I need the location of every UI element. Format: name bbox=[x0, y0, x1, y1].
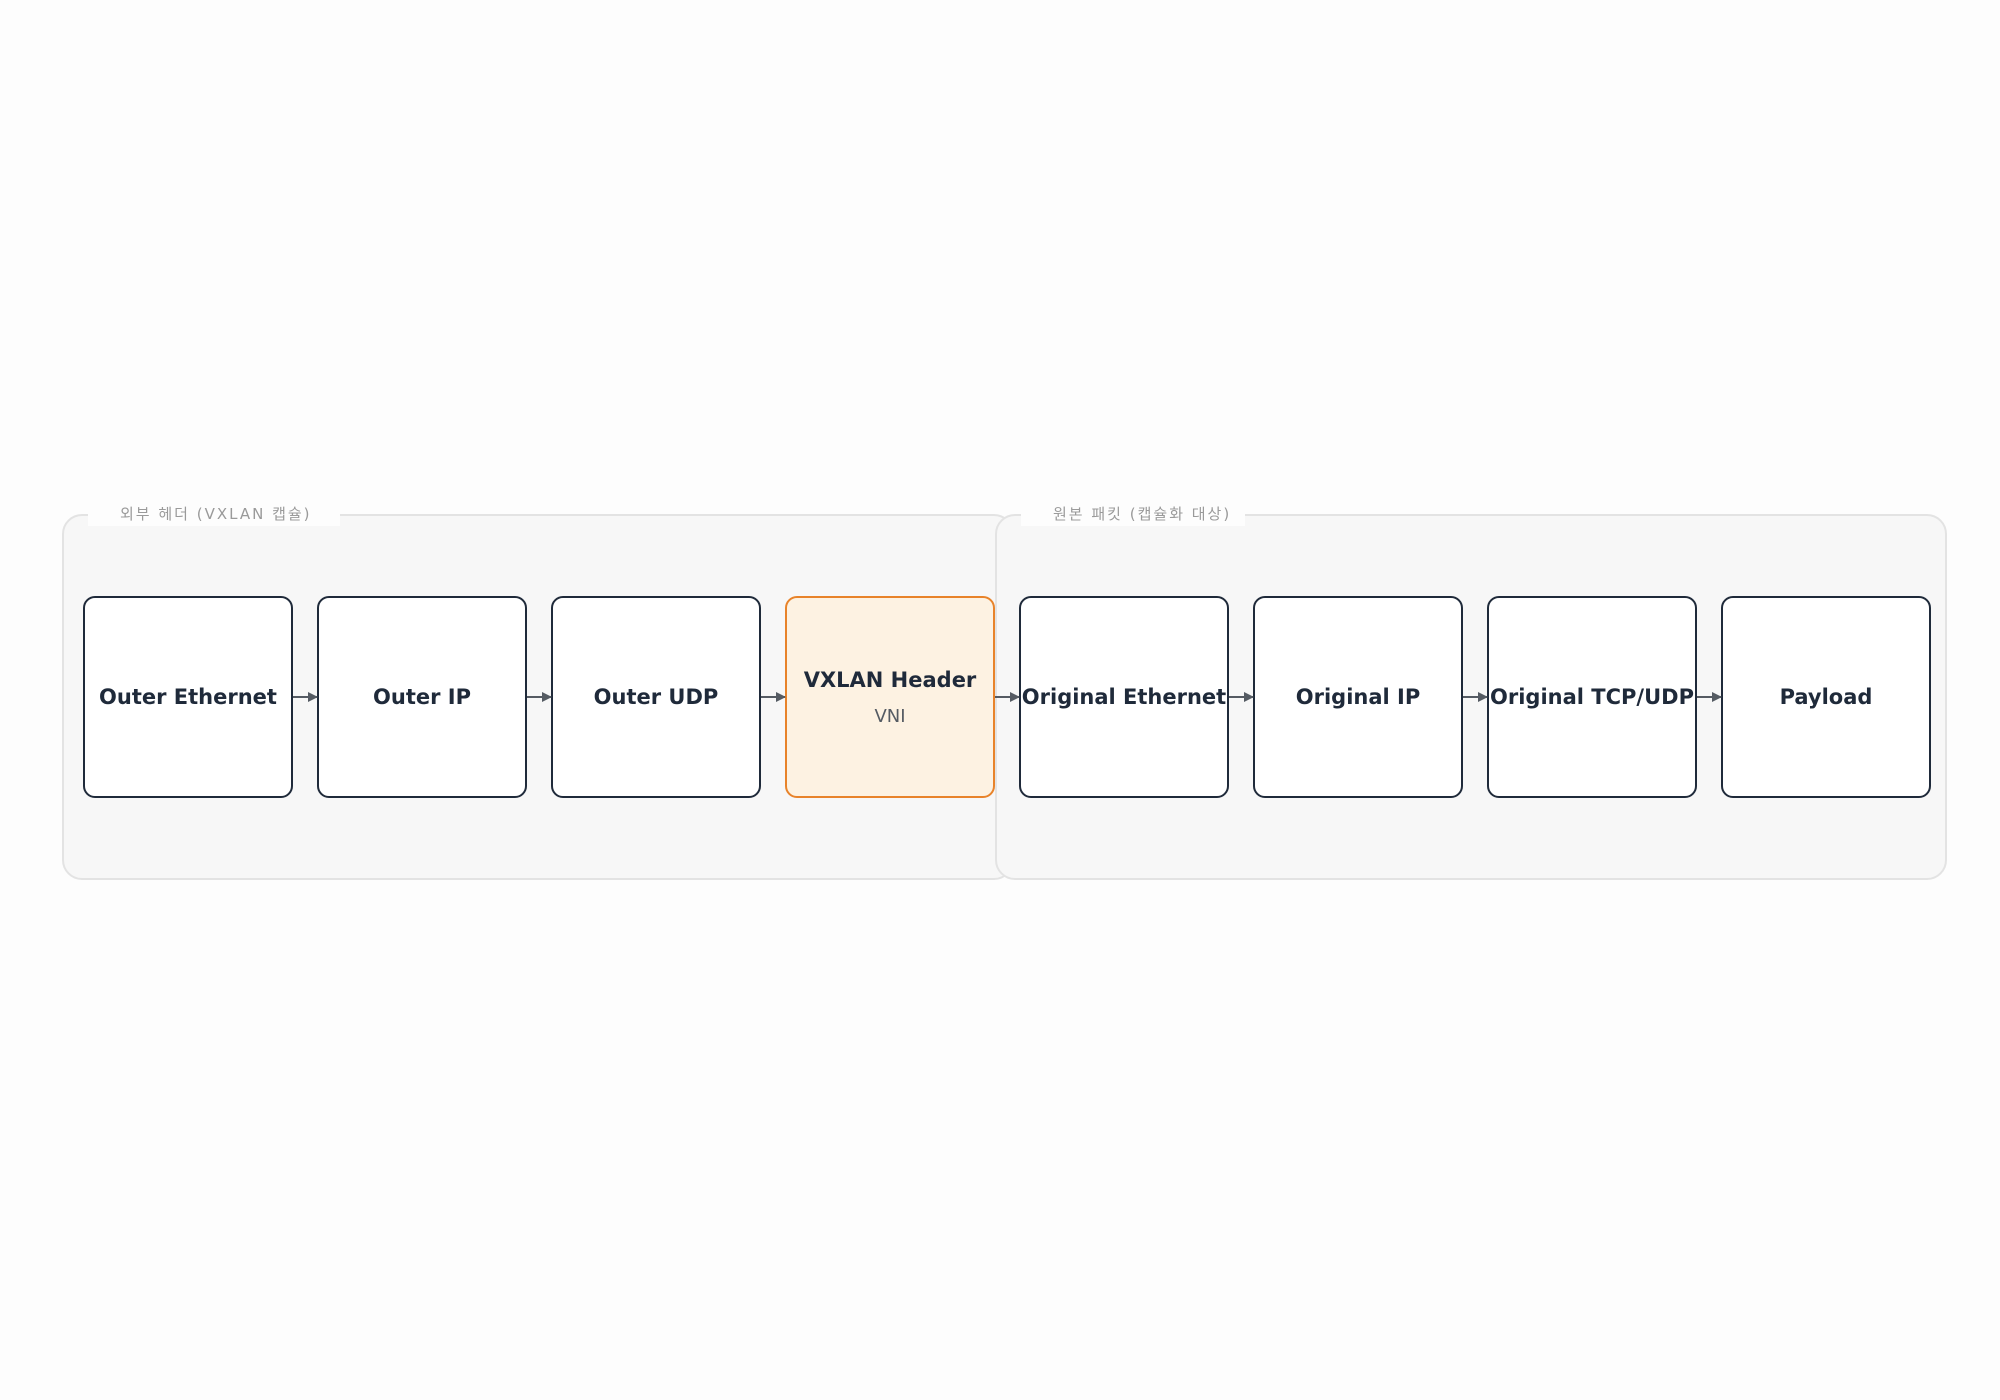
node-outer-ip[interactable]: Outer IP bbox=[317, 596, 527, 798]
original-packet-group-label: 원본 패킷 (캡슐화 대상) bbox=[1021, 502, 1245, 526]
node-title: Outer Ethernet bbox=[99, 685, 277, 709]
outer-header-group-label: 외부 헤더 (VXLAN 캡슐) bbox=[88, 502, 340, 526]
node-outer-ethernet[interactable]: Outer Ethernet bbox=[83, 596, 293, 798]
node-original-ethernet[interactable]: Original Ethernet bbox=[1019, 596, 1229, 798]
node-title: Original IP bbox=[1295, 685, 1421, 709]
node-title: VXLAN Header bbox=[803, 667, 977, 692]
node-title: Original Ethernet bbox=[1021, 685, 1227, 709]
node-original-tcp-udp[interactable]: Original TCP/UDP bbox=[1487, 596, 1697, 798]
node-original-ip[interactable]: Original IP bbox=[1253, 596, 1463, 798]
node-title: Outer IP bbox=[373, 685, 471, 709]
node-payload[interactable]: Payload bbox=[1721, 596, 1931, 798]
node-title: Outer UDP bbox=[593, 685, 719, 709]
node-outer-udp[interactable]: Outer UDP bbox=[551, 596, 761, 798]
node-title: Payload bbox=[1779, 685, 1873, 709]
node-title: Original TCP/UDP bbox=[1490, 685, 1694, 709]
node-vxlan-header[interactable]: VXLAN Header VNI bbox=[785, 596, 995, 798]
node-subtitle-vni: VNI bbox=[874, 705, 906, 727]
